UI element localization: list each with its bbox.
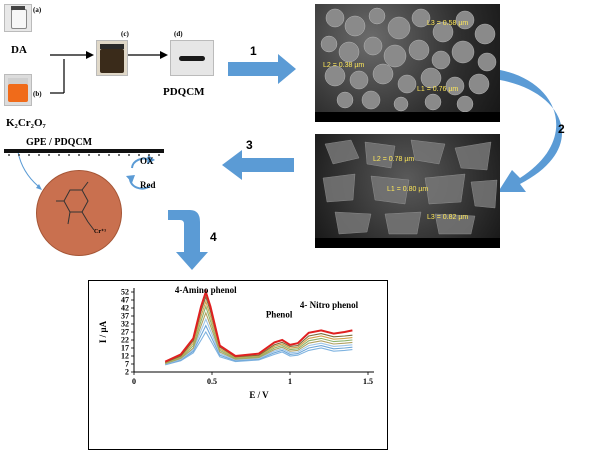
series-line-8 (164, 288, 353, 363)
y-tick-label-37: 37 (121, 312, 129, 321)
electrode-label: GPE / PDQCM (26, 137, 93, 148)
y-tick-label-17: 17 (121, 344, 129, 353)
y-tick-label-12: 12 (121, 352, 129, 361)
y-axis-label: I / µA (98, 320, 108, 343)
series-line-2 (165, 324, 353, 365)
sem-image-bottom: L2 = 0.78 µm L1 = 0.80 µm L3 = 0.82 µm (315, 134, 500, 248)
complex-circle (36, 170, 122, 256)
sem-bottom-texture (322, 139, 498, 235)
series-line-4 (165, 311, 353, 365)
annotation-phenol: Phenol (266, 310, 293, 320)
arrow-step-3 (222, 150, 294, 180)
k2cr2o7-label: K₂Cr₂O₇ (6, 117, 46, 129)
y-tick-label-32: 32 (121, 320, 129, 329)
pdqcm-label: PDQCM (163, 86, 205, 98)
sem-image-top: L3 = 0.58 µm L2 = 0.38 µm L1 = 0.76 µm (315, 4, 500, 122)
step-2-label: 2 (558, 122, 565, 136)
sample-d-tag: (d) (174, 30, 183, 38)
da-label: DA (11, 44, 27, 56)
series-line-1 (165, 330, 353, 366)
series-line-7 (164, 295, 353, 363)
x-tick-label-1.5: 1.5 (363, 377, 373, 386)
step-3-label: 3 (246, 138, 253, 152)
electrode-coating (8, 154, 160, 156)
sem-bottom-measure-l3: L3 = 0.82 µm (427, 214, 469, 221)
y-tick-label-22: 22 (121, 336, 129, 345)
sem-top-measure-l1: L1 = 0.76 µm (417, 86, 459, 93)
complex-structure (56, 181, 95, 231)
arrow-step-4 (168, 210, 208, 270)
series-line-6 (165, 299, 353, 364)
y-tick-label-52: 52 (121, 288, 129, 297)
annotation-4-nitro-phenol: 4- Nitro phenol (300, 300, 359, 310)
series-line-3 (165, 317, 353, 365)
step-4-label: 4 (210, 230, 217, 244)
photo-pdqcm-powder (170, 40, 214, 76)
cr-ion-label: Cr⁺³ (94, 229, 106, 235)
x-axis-label: E / V (249, 390, 269, 400)
sem-bottom-measure-l1: L1 = 0.80 µm (387, 186, 429, 193)
arrow-step-2 (498, 70, 563, 192)
annotation-4-amino-phenol: 4-Amino phenol (175, 285, 237, 295)
sem-top-info-bar (315, 112, 500, 122)
y-tick-label-2: 2 (125, 368, 129, 377)
sem-top-measure-l2: L2 = 0.38 µm (323, 62, 365, 69)
y-tick-label-7: 7 (125, 360, 129, 369)
sem-top-measure-l3: L3 = 0.58 µm (427, 20, 469, 27)
sample-b-tag: (b) (33, 90, 42, 98)
sample-a-tag: (a) (33, 6, 42, 14)
x-tick-label-0: 0 (132, 377, 136, 386)
y-tick-label-42: 42 (121, 304, 129, 313)
photo-da-vial (4, 4, 32, 32)
sem-bottom-measure-l2: L2 = 0.78 µm (373, 156, 415, 163)
arrow-step-1 (228, 54, 296, 84)
step-1-label: 1 (250, 44, 257, 58)
sample-c-tag: (c) (121, 30, 129, 38)
y-tick-label-47: 47 (121, 296, 129, 305)
y-tick-label-27: 27 (121, 328, 129, 337)
x-tick-label-1: 1 (288, 377, 292, 386)
electrode-bar (4, 149, 164, 153)
ox-label: OX (140, 156, 154, 166)
voltammogram-panel (88, 280, 388, 450)
sem-bottom-info-bar (315, 238, 500, 248)
photo-k2cr2o7-vial (4, 74, 32, 106)
sem-top-particles (320, 7, 497, 113)
series-line-5 (165, 304, 353, 364)
photo-pdqcm-suspension (96, 40, 128, 76)
x-tick-label-0.5: 0.5 (207, 377, 217, 386)
red-label: Red (140, 180, 156, 190)
